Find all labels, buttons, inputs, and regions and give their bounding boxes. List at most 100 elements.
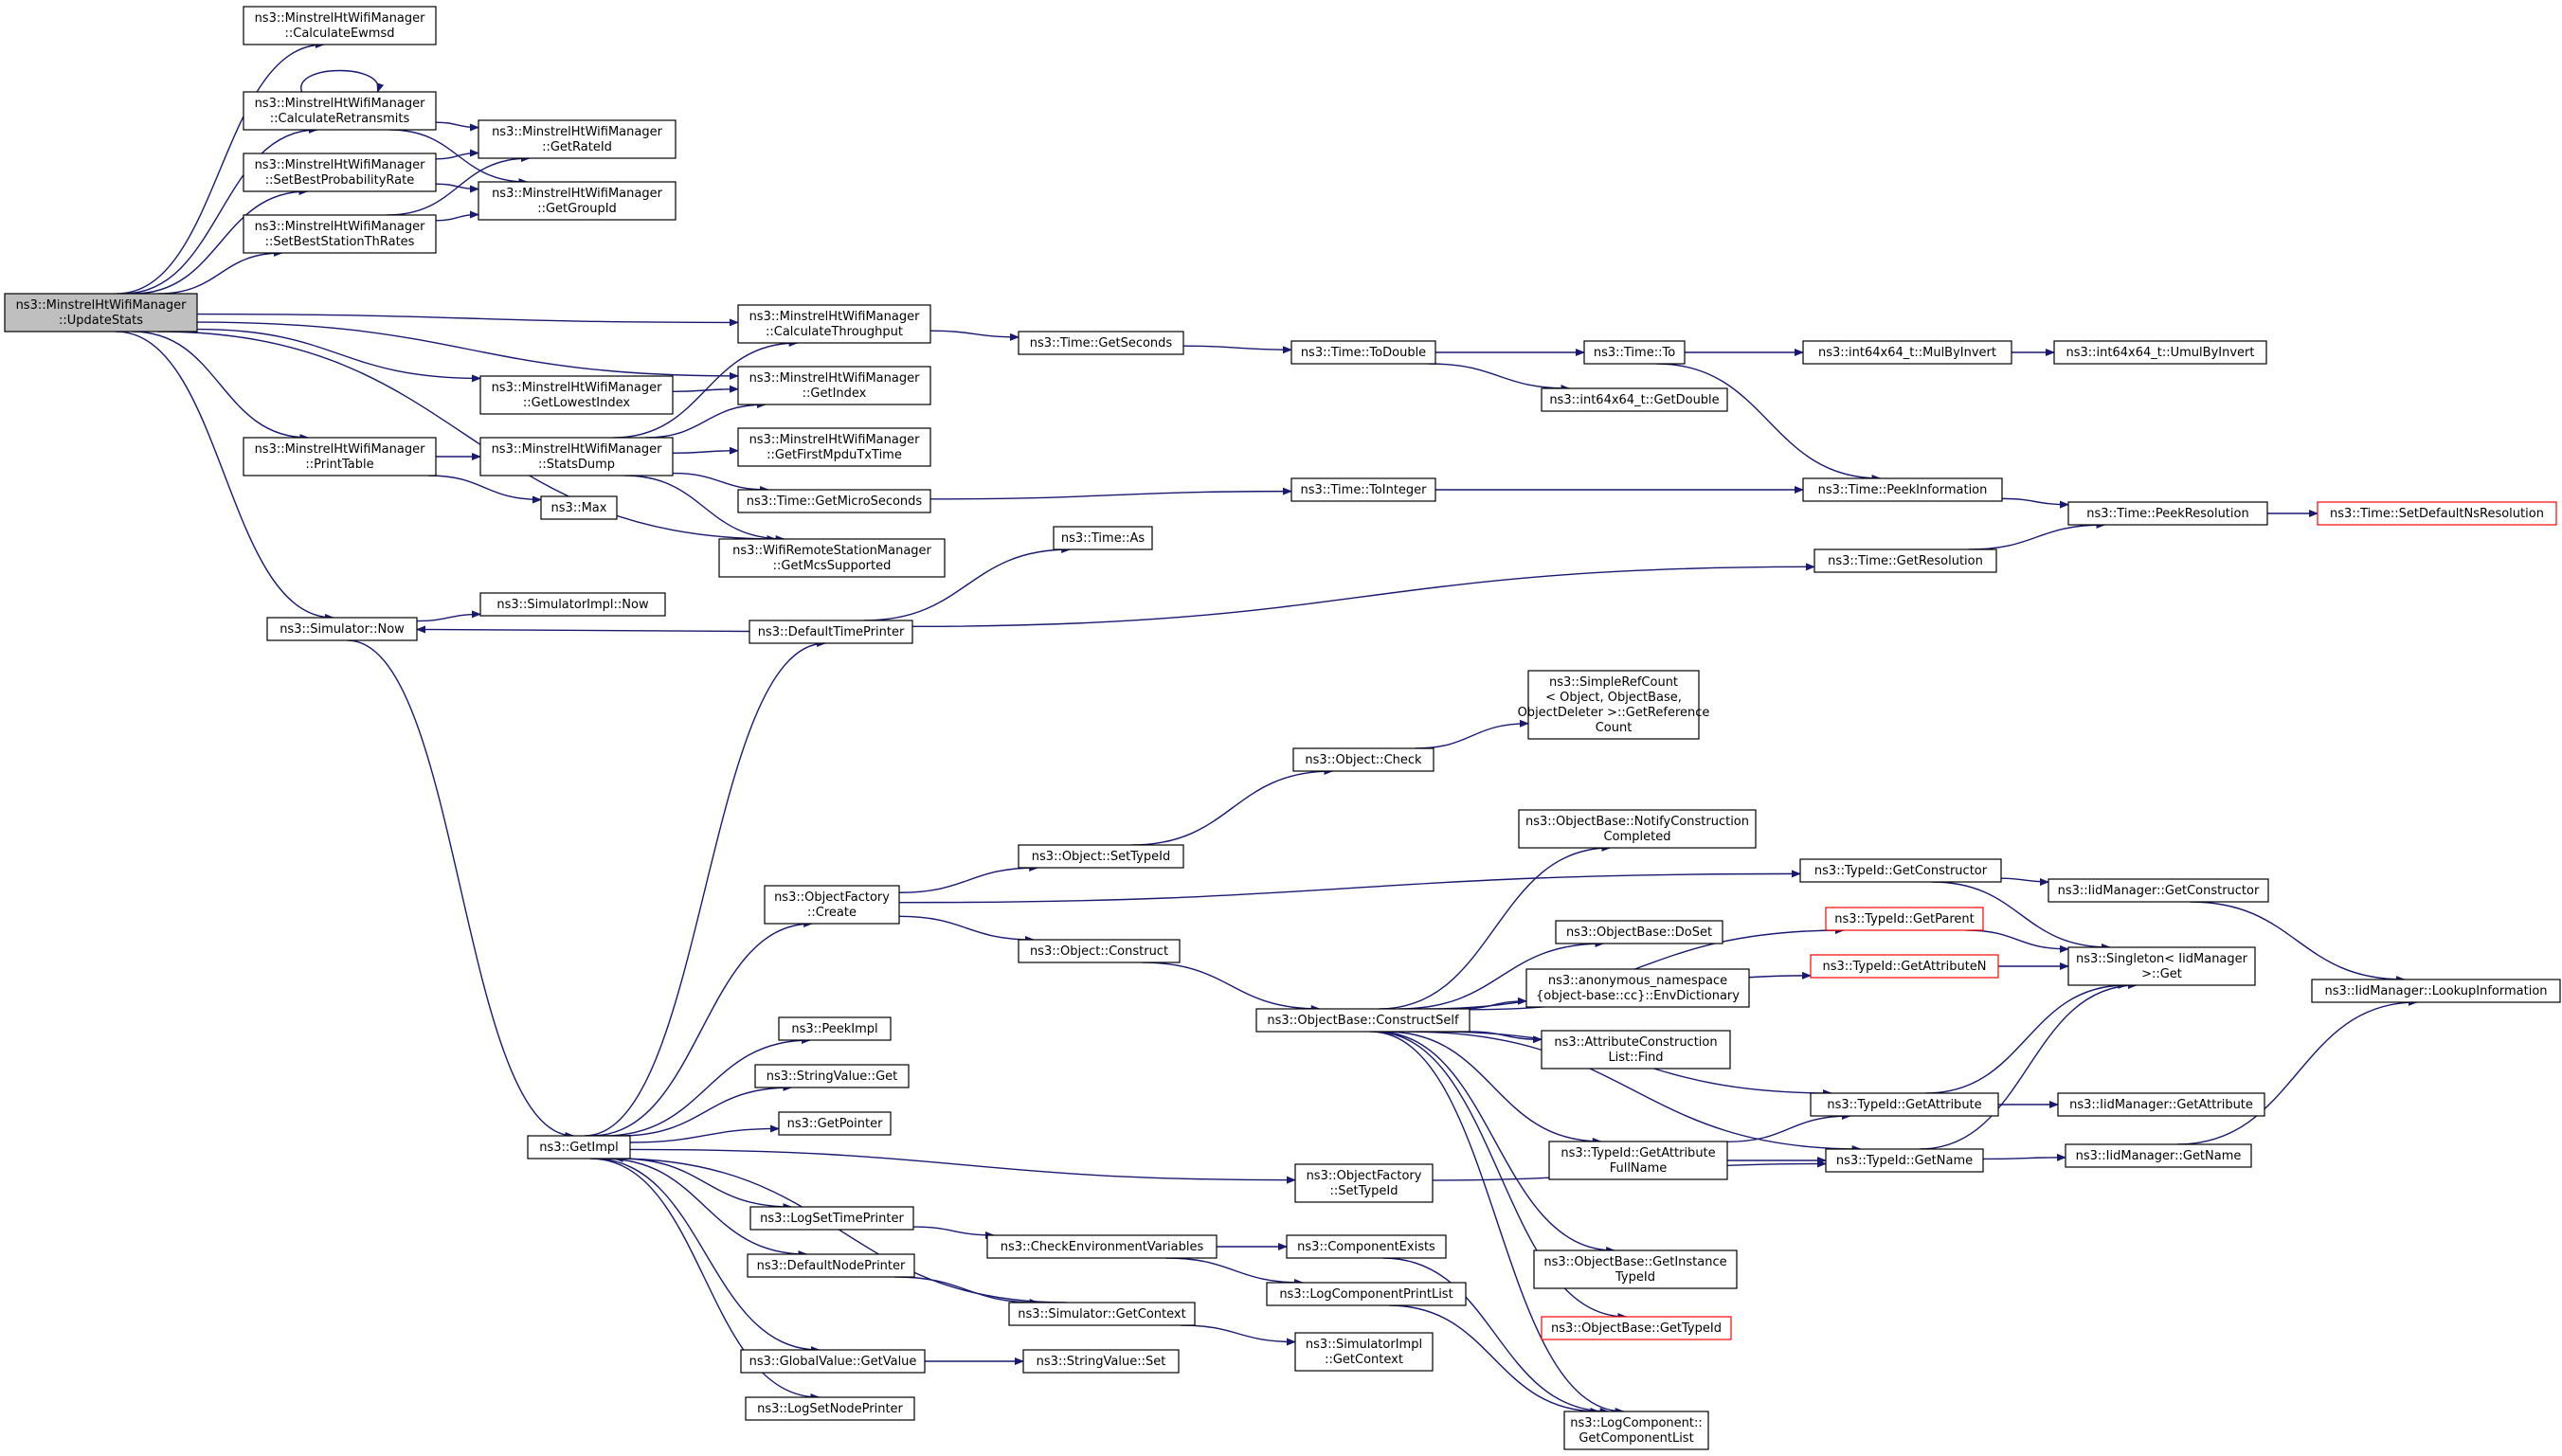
node-box — [4, 293, 198, 333]
node-get-constructor[interactable]: ns3::TypeId::GetConstructor — [1799, 858, 2002, 883]
node-box — [1583, 340, 1686, 365]
node-get-impl[interactable]: ns3::GetImpl — [527, 1135, 631, 1159]
node-simulator-impl-now[interactable]: ns3::SimulatorImpl::Now — [479, 592, 666, 617]
node-max[interactable]: ns3::Max — [540, 495, 618, 520]
node-get-name[interactable]: ns3::TypeId::GetName — [1825, 1148, 1984, 1173]
node-object-set-type-id[interactable]: ns3::Object::SetTypeId — [1018, 844, 1184, 869]
node-singleton-get[interactable]: ns3::Singleton< IidManager>::Get — [2067, 946, 2256, 986]
node-default-time-printer[interactable]: ns3::DefaultTimePrinter — [749, 620, 913, 644]
node-set-best-probability-rate[interactable]: ns3::MinstrelHtWifiManager::SetBestProba… — [243, 153, 437, 192]
node-object-construct[interactable]: ns3::Object::Construct — [1018, 939, 1181, 963]
node-simulator-now[interactable]: ns3::Simulator::Now — [266, 617, 418, 641]
node-box — [778, 1111, 892, 1136]
node-iid-get-constructor[interactable]: ns3::IidManager::GetConstructor — [2048, 878, 2269, 903]
node-get-group-id[interactable]: ns3::MinstrelHtWifiManager::GetGroupId — [478, 181, 677, 221]
node-to-double[interactable]: ns3::Time::ToDouble — [1290, 340, 1436, 365]
node-get-micro-seconds[interactable]: ns3::Time::GetMicroSeconds — [737, 489, 931, 513]
node-label-line: ns3::Simulator::GetContext — [1018, 1307, 1185, 1321]
node-calculate-retransmits[interactable]: ns3::MinstrelHtWifiManager::CalculateRet… — [243, 91, 437, 131]
node-umul-by-invert[interactable]: ns3::int64x64_t::UmulByInvert — [2053, 340, 2267, 365]
node-set-best-station-th-rates[interactable]: ns3::MinstrelHtWifiManager::SetBestStati… — [243, 214, 437, 254]
node-object-base-get-type-id[interactable]: ns3::ObjectBase::GetTypeId — [1541, 1316, 1732, 1340]
node-log-component-print-list[interactable]: ns3::LogComponentPrintList — [1266, 1282, 1467, 1306]
edge-group — [1180, 1324, 1296, 1346]
node-log-set-time-printer[interactable]: ns3::LogSetTimePrinter — [749, 1206, 914, 1231]
node-box — [749, 1206, 914, 1231]
node-label-line: ns3::ObjectBase::NotifyConstruction — [1525, 815, 1749, 829]
edge-group — [347, 639, 575, 1140]
node-string-value-get[interactable]: ns3::StringValue::Get — [754, 1064, 910, 1088]
node-global-value-get-value[interactable]: ns3::GlobalValue::GetValue — [740, 1349, 926, 1374]
node-label-line: ns3::StringValue::Set — [1037, 1355, 1166, 1369]
edge-construct-self-to-do-set — [1398, 940, 1605, 1010]
edge-to-double-to-get-double — [1428, 363, 1571, 392]
node-factory-set-type-id[interactable]: ns3::ObjectFactory::SetTypeId — [1294, 1163, 1434, 1203]
node-box — [2317, 501, 2557, 526]
node-env-dictionary[interactable]: ns3::anonymous_namespace{object-base::cc… — [1525, 968, 1750, 1008]
node-get-component-list[interactable]: ns3::LogComponent::GetComponentList — [1563, 1411, 1709, 1450]
node-get-first-mpdu-tx-time[interactable]: ns3::MinstrelHtWifiManager::GetFirstMpdu… — [737, 427, 931, 467]
edge-construct-self-to-notify-construction-completed — [1379, 844, 1612, 1010]
node-label-line: ns3::SimulatorImpl::Now — [496, 598, 649, 612]
node-label-line: ns3::MinstrelHtWifiManager — [749, 310, 921, 324]
node-box — [778, 1016, 892, 1041]
node-default-node-printer[interactable]: ns3::DefaultNodePrinter — [747, 1253, 915, 1278]
node-box — [1810, 954, 1999, 979]
node-iid-get-name[interactable]: ns3::IidManager::GetName — [2065, 1143, 2252, 1168]
node-label-line: ::GetLowestIndex — [523, 396, 630, 410]
node-get-lowest-index[interactable]: ns3::MinstrelHtWifiManager::GetLowestInd… — [479, 375, 674, 415]
node-print-table[interactable]: ns3::MinstrelHtWifiManager::PrintTable — [243, 437, 437, 476]
node-simulator-impl-get-context[interactable]: ns3::SimulatorImpl::GetContext — [1294, 1332, 1434, 1372]
node-construct-self[interactable]: ns3::ObjectBase::ConstructSelf — [1255, 1008, 1470, 1033]
node-notify-construction-completed[interactable]: ns3::ObjectBase::NotifyConstructionCompl… — [1518, 809, 1757, 849]
node-label-line: ns3::TypeId::GetAttribute — [1827, 1098, 1981, 1112]
edge-group — [1931, 881, 2111, 951]
node-label-line: ns3::Simulator::Now — [280, 622, 405, 637]
node-update-stats[interactable]: ns3::MinstrelHtWifiManager::UpdateStats — [4, 293, 198, 333]
node-stats-dump[interactable]: ns3::MinstrelHtWifiManager::StatsDump — [479, 437, 674, 476]
node-get-attribute-n[interactable]: ns3::TypeId::GetAttributeN — [1810, 954, 1999, 979]
node-do-set[interactable]: ns3::ObjectBase::DoSet — [1555, 920, 1723, 944]
node-get-resolution[interactable]: ns3::Time::GetResolution — [1813, 548, 1997, 573]
node-simple-ref-count[interactable]: ns3::SimpleRefCount< Object, ObjectBase,… — [1518, 670, 1710, 740]
node-log-set-node-printer[interactable]: ns3::LogSetNodePrinter — [745, 1396, 915, 1421]
edge-group — [645, 401, 767, 439]
node-object-factory-create[interactable]: ns3::ObjectFactory::Create — [764, 885, 900, 925]
node-get-seconds[interactable]: ns3::Time::GetSeconds — [1018, 331, 1184, 355]
node-box — [1053, 526, 1153, 550]
edge-group — [157, 331, 777, 543]
edge-group — [603, 1036, 812, 1137]
node-get-mcs-supported[interactable]: ns3::WifiRemoteStationManager::GetMcsSup… — [718, 538, 946, 578]
node-string-value-set[interactable]: ns3::StringValue::Set — [1022, 1349, 1180, 1374]
node-object-check[interactable]: ns3::Object::Check — [1292, 747, 1434, 772]
node-simulator-get-context[interactable]: ns3::Simulator::GetContext — [1008, 1302, 1196, 1326]
node-get-index[interactable]: ns3::MinstrelHtWifiManager::GetIndex — [737, 366, 931, 405]
node-lookup-information[interactable]: ns3::IidManager::LookupInformation — [2311, 979, 2561, 1003]
node-iid-get-attribute[interactable]: ns3::IidManager::GetAttribute — [2057, 1092, 2265, 1117]
node-set-default-ns-resolution[interactable]: ns3::Time::SetDefaultNsResolution — [2317, 501, 2557, 526]
node-to-integer[interactable]: ns3::Time::ToInteger — [1290, 477, 1436, 502]
edge-update-stats-to-set-best-probability-rate — [133, 188, 309, 295]
node-calculate-ewmsd[interactable]: ns3::MinstrelHtWifiManager::CalculateEwm… — [243, 6, 437, 45]
edge-default-time-printer-to-get-resolution — [911, 563, 1815, 628]
node-to[interactable]: ns3::Time::To — [1583, 340, 1686, 365]
node-peek-impl[interactable]: ns3::PeekImpl — [778, 1016, 892, 1041]
node-get-parent[interactable]: ns3::TypeId::GetParent — [1825, 907, 1984, 931]
edge-get-parent-to-singleton-get — [1966, 929, 2069, 953]
node-mul-by-invert[interactable]: ns3::int64x64_t::MulByInvert — [1802, 340, 2012, 365]
node-peek-information[interactable]: ns3::Time::PeekInformation — [1802, 477, 2003, 502]
node-time-as[interactable]: ns3::Time::As — [1053, 526, 1153, 550]
edge-group — [898, 864, 1039, 893]
node-peek-resolution[interactable]: ns3::Time::PeekResolution — [2067, 501, 2268, 526]
node-label-line: ns3::DefaultTimePrinter — [758, 625, 905, 639]
node-get-rate-id[interactable]: ns3::MinstrelHtWifiManager::GetRateId — [478, 119, 677, 159]
node-get-pointer[interactable]: ns3::GetPointer — [778, 1111, 892, 1136]
node-component-exists[interactable]: ns3::ComponentExists — [1286, 1234, 1447, 1259]
node-get-attribute[interactable]: ns3::TypeId::GetAttribute — [1810, 1092, 1999, 1117]
node-check-env-vars[interactable]: ns3::CheckEnvironmentVariables — [986, 1234, 1218, 1259]
node-get-double[interactable]: ns3::int64x64_t::GetDouble — [1541, 387, 1728, 412]
node-calculate-throughput[interactable]: ns3::MinstrelHtWifiManager::CalculateThr… — [737, 304, 931, 344]
